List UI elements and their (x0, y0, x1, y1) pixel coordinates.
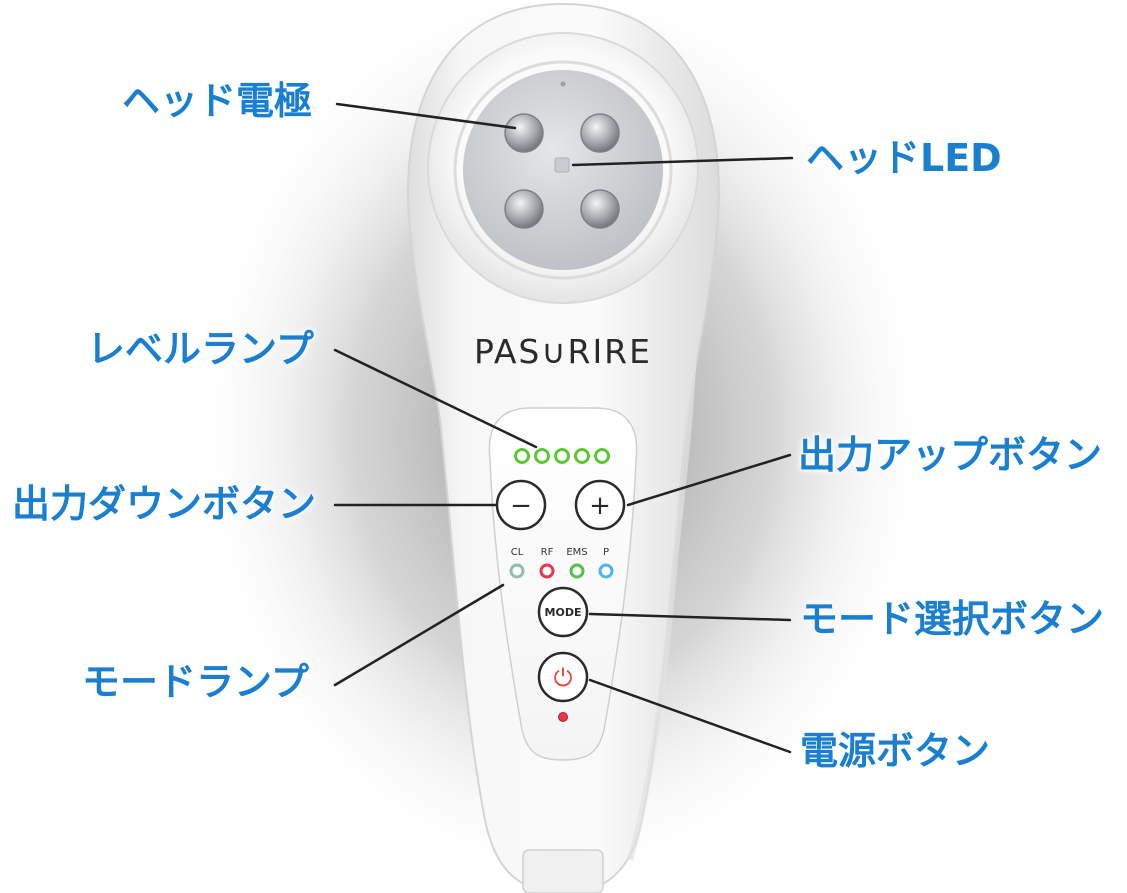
level-lamp (554, 448, 570, 464)
level-lamp (594, 448, 610, 464)
mode-lamp-ems (569, 563, 585, 579)
mode-label-rf: RF (541, 547, 554, 558)
level-lamp (534, 448, 550, 464)
head-top-dot (560, 81, 566, 87)
head-electrodes (504, 113, 620, 229)
leader-line-level-lamp (333, 348, 538, 449)
leader-line-mode-lamp (333, 583, 505, 687)
mode-button-label: MODE (545, 606, 582, 619)
callout-head-electrode: ヘッド電極 (122, 79, 313, 123)
output-up-button[interactable]: + (574, 479, 626, 531)
leader-line-mode-select (588, 612, 792, 622)
control-panel: − + CL RF EMS P MODE ⏻ (488, 407, 638, 761)
mode-label-p: P (603, 547, 609, 558)
mode-label-cl: CL (511, 547, 524, 558)
output-down-button[interactable]: − (495, 479, 547, 531)
callout-output-down-button: 出力ダウンボタン (12, 482, 317, 526)
leader-lines (333, 102, 794, 754)
electrode-icon (580, 189, 620, 229)
mode-lamps: CL RF EMS P (509, 547, 614, 579)
mode-label-ems: EMS (566, 547, 587, 558)
level-lamp (574, 448, 590, 464)
callout-head-led: ヘッドLED (806, 136, 1002, 180)
head-led-icon (554, 157, 570, 173)
callout-level-lamp: レベルランプ (87, 327, 314, 371)
mode-lamp-rf (539, 563, 555, 579)
level-lamp (514, 448, 530, 464)
electrode-icon (504, 113, 544, 153)
power-button[interactable]: ⏻ (537, 651, 589, 703)
mode-select-button[interactable]: MODE (537, 586, 589, 638)
bottom-port (522, 849, 604, 893)
power-icon: ⏻ (554, 664, 573, 692)
callout-output-up-button: 出力アップボタン (798, 433, 1103, 477)
mode-lamp-cl (509, 563, 525, 579)
head-ring-inner-edge (453, 60, 673, 280)
power-indicator-lamp (558, 712, 568, 722)
brand-logo: PAS∪RIRE (474, 332, 652, 371)
leader-line-power (588, 678, 792, 754)
device-side-highlight (627, 249, 698, 861)
electrode-icon (580, 113, 620, 153)
level-lamps (514, 448, 610, 464)
plus-icon: + (589, 491, 611, 521)
mode-lamp-p (598, 563, 614, 579)
leader-line-output-up (626, 453, 792, 507)
minus-icon: − (510, 491, 532, 521)
callout-mode-select-button: モード選択ボタン (800, 597, 1105, 641)
callout-mode-lamp: モードランプ (82, 660, 309, 704)
head-assembly (427, 32, 699, 304)
electrode-icon (504, 189, 544, 229)
callout-power-button: 電源ボタン (800, 729, 991, 773)
leader-line-head-led (571, 156, 794, 167)
leader-line-head-electrode (335, 102, 517, 130)
